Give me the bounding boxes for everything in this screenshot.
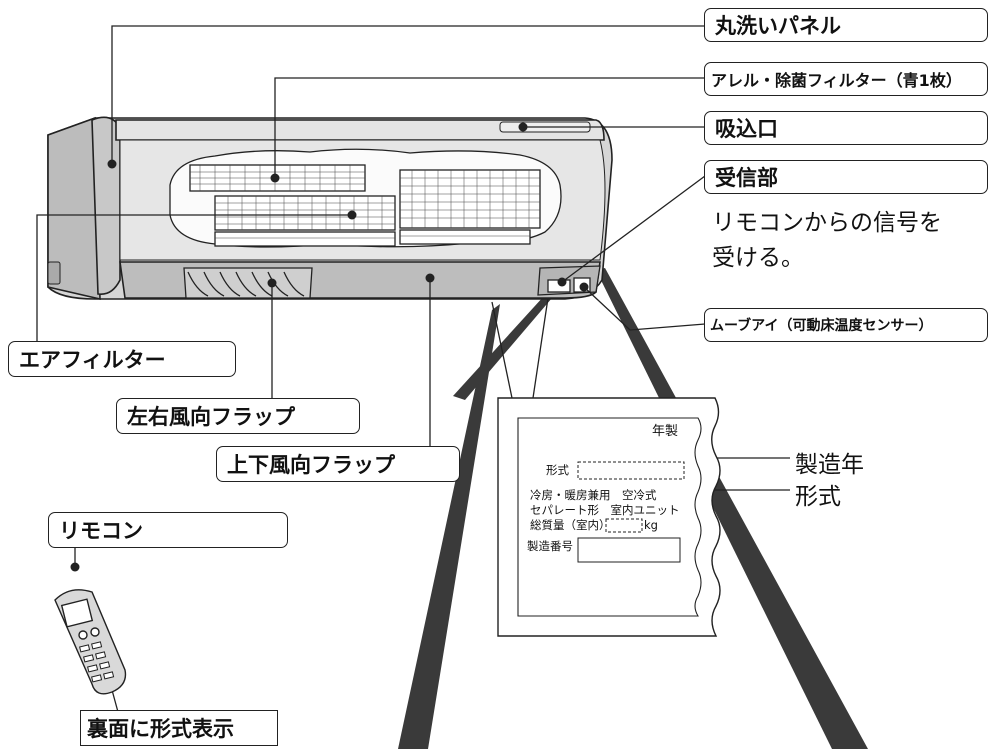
label-filter: アレル・除菌フィルター（青1枚） xyxy=(704,62,988,96)
nameplate-year-label: 年製 xyxy=(652,424,679,439)
label-air-filter: エアフィルター xyxy=(8,341,236,377)
sensor-window xyxy=(537,265,601,296)
callout-model: 形式 xyxy=(795,484,841,510)
label-receiver: 受信部 xyxy=(704,160,988,194)
label-lr-flap: 左右風向フラップ xyxy=(116,398,360,434)
nameplate-card xyxy=(497,397,721,637)
label-remote: リモコン xyxy=(48,512,288,548)
nameplate-spec-2: セパレート形 室内ユニット xyxy=(530,503,680,517)
zoom-beams xyxy=(398,268,868,749)
nameplate-spec-1: 冷房・暖房兼用 空冷式 xyxy=(530,488,657,502)
remote-control xyxy=(54,589,127,695)
receiver-note-line2: 受ける。 xyxy=(712,245,804,271)
label-back-model: 裏面に形式表示 xyxy=(80,710,278,746)
receiver-note-line1: リモコンからの信号を xyxy=(712,210,942,236)
filter-cutaway xyxy=(169,148,562,248)
label-intake: 吸込口 xyxy=(704,111,988,145)
nameplate-weight-unit: kg xyxy=(644,518,658,532)
nameplate-weight-label: 総質量（室内） xyxy=(530,518,611,532)
label-ud-flap: 上下風向フラップ xyxy=(216,446,460,482)
leader-lines xyxy=(36,25,790,713)
lr-flaps xyxy=(183,267,313,299)
nameplate-serial-label: 製造番号 xyxy=(527,539,573,553)
label-move-eye: ムーブアイ（可動床温度センサー） xyxy=(704,308,988,342)
label-washable-panel: 丸洗いパネル xyxy=(704,8,988,42)
callout-manufacture-year: 製造年 xyxy=(795,452,864,478)
nameplate-model-label: 形式 xyxy=(546,463,569,477)
